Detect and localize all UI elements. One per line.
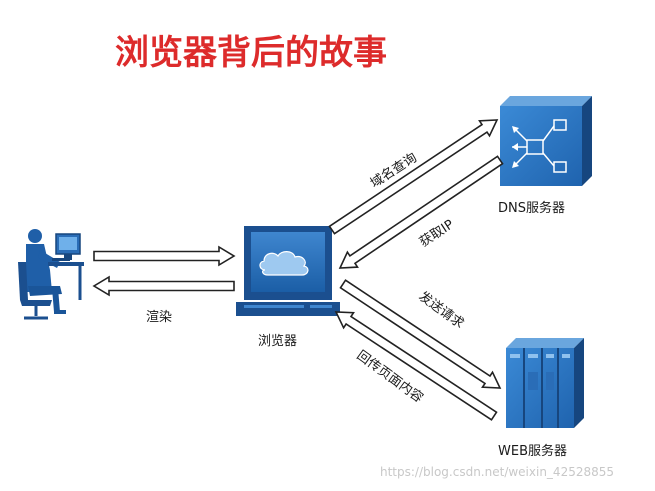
arrow-label-return-page: 回传页面内容 bbox=[354, 347, 427, 406]
arrow-browser-to-web bbox=[339, 279, 502, 389]
dns-server-label: DNS服务器 bbox=[498, 200, 565, 216]
arrow-label-render: 渲染 bbox=[146, 310, 172, 325]
web-server-label: WEB服务器 bbox=[498, 443, 567, 459]
arrow-browser-to-user bbox=[92, 275, 235, 297]
arrow-label-get-ip: 获取IP bbox=[417, 217, 457, 250]
web-server-icon bbox=[506, 338, 584, 428]
arrow-dns-to-browser bbox=[338, 155, 504, 269]
arrow-browser-to-dns bbox=[328, 119, 499, 235]
arrow-user-to-browser bbox=[93, 245, 236, 267]
browser-label: 浏览器 bbox=[258, 333, 297, 349]
watermark-text: https://blog.csdn.net/weixin_42528855 bbox=[380, 465, 614, 479]
arrow-web-to-browser bbox=[334, 311, 498, 421]
dns-server-icon bbox=[500, 96, 592, 186]
diagram-title: 浏览器背后的故事 bbox=[115, 33, 387, 73]
browser-window-icon bbox=[236, 226, 340, 316]
arrow-label-send-request: 发送请求 bbox=[416, 288, 467, 332]
user-at-computer-icon bbox=[18, 229, 84, 320]
